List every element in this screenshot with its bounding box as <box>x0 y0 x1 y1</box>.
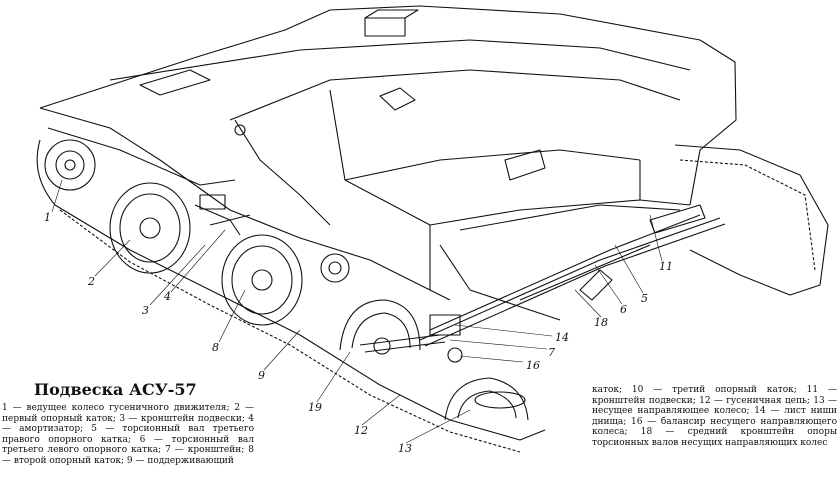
callout-6: 6 <box>620 303 627 316</box>
callout-11: 11 <box>659 260 673 273</box>
road-wheel-3 <box>339 299 421 355</box>
callout-13: 13 <box>398 442 412 455</box>
callout-1: 1 <box>44 211 51 224</box>
callout-18: 18 <box>594 316 608 329</box>
callout-12: 12 <box>354 424 368 437</box>
left-track <box>36 127 546 453</box>
return-roller <box>320 253 350 283</box>
hull <box>39 5 737 321</box>
road-wheel-2 <box>221 234 303 326</box>
leader-lines <box>51 179 663 444</box>
torsion-bars <box>359 204 726 363</box>
callout-9: 9 <box>258 369 265 382</box>
callout-5: 5 <box>641 292 648 305</box>
figure-title: Подвеска АСУ-57 <box>34 380 197 399</box>
caption-right: каток; 10 — третий опорный каток; 11 — к… <box>592 385 837 448</box>
callout-19: 19 <box>308 401 322 414</box>
idler-wheel <box>444 377 529 421</box>
shock-absorber <box>194 194 251 236</box>
right-track <box>674 144 829 296</box>
callout-8: 8 <box>212 341 219 354</box>
caption-left: 1 — ведущее колесо гусеничного движителя… <box>2 403 254 466</box>
callout-2: 2 <box>87 275 95 288</box>
callout-7: 7 <box>548 346 555 359</box>
callout-3: 3 <box>142 304 149 317</box>
road-wheel-1 <box>109 182 191 274</box>
callout-14: 14 <box>555 331 569 344</box>
drive-sprocket <box>44 139 96 191</box>
callout-16: 16 <box>526 359 540 372</box>
callout-4: 4 <box>163 290 171 303</box>
